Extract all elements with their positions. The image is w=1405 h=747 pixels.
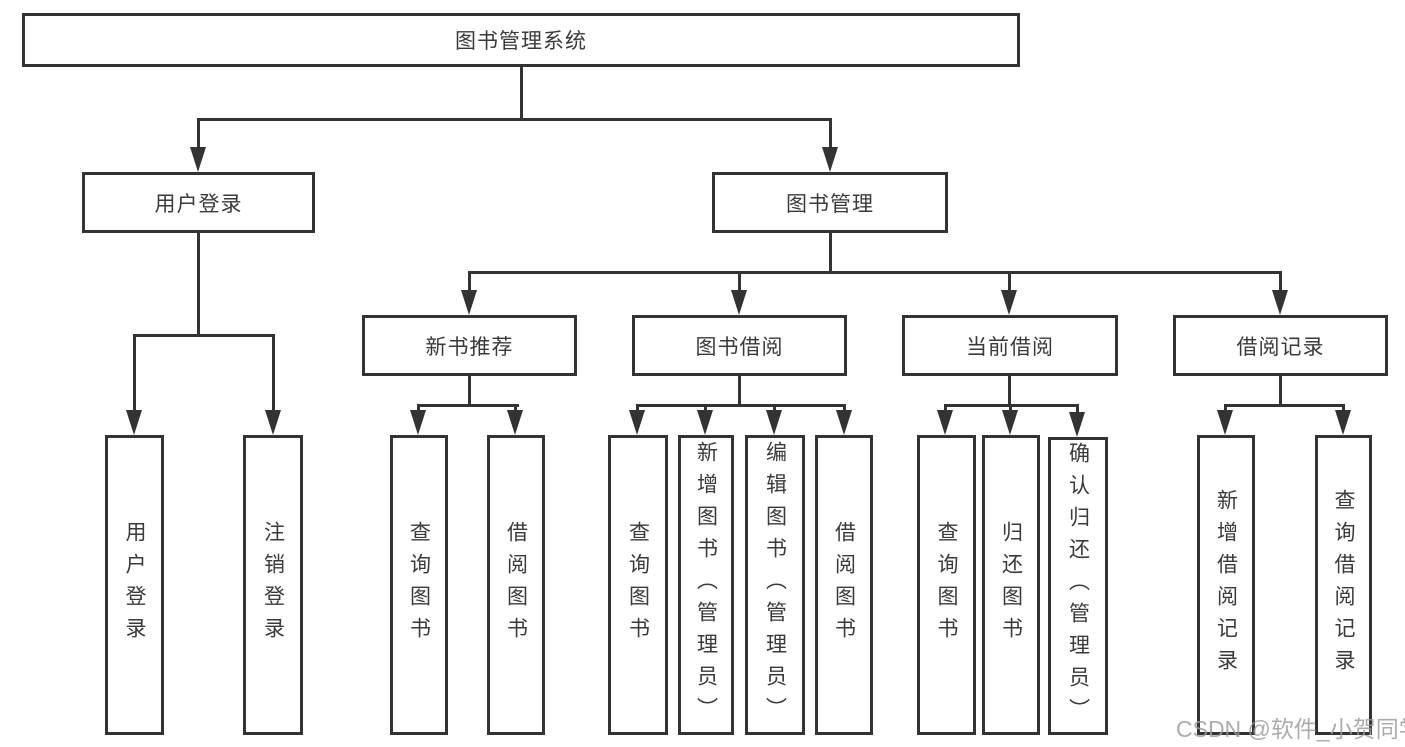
- connector-drop-query-book: [944, 404, 947, 413]
- connector-new-book-trunk: [468, 376, 471, 407]
- connector-user-login-bar: [133, 334, 275, 337]
- leaf-box-query-book: 查询图书: [608, 435, 668, 735]
- node-label-library-system: 图书管理系统: [455, 30, 587, 53]
- connector-drop-borrow-records: [1279, 271, 1282, 292]
- connector-drop-current-borrow: [1008, 271, 1011, 292]
- connector-arrow-query-book: [629, 410, 645, 435]
- connector-arrow-borrow-book: [507, 410, 523, 435]
- connector-drop-leaf-logout: [272, 334, 275, 412]
- node-label-user-login: 用户登录: [154, 192, 243, 216]
- leaf-box-borrow-book: 借阅图书: [815, 435, 873, 735]
- connector-book-borrow-bar: [636, 404, 846, 407]
- leaf-label-borrow-book: 借阅图书: [504, 521, 528, 649]
- connector-arrow-add-book: [697, 410, 713, 435]
- node-label-new-book-recommend: 新书推荐: [425, 335, 514, 359]
- leaf-label-add-book-admin: 新增图书（管理员）: [694, 441, 718, 729]
- node-box-book-borrow: 图书借阅: [632, 315, 847, 376]
- leaf-label-confirm-return-admin: 确认归还（管理员）: [1066, 442, 1090, 730]
- leaf-label-return-book: 归还图书: [999, 521, 1023, 649]
- node-label-book-management: 图书管理: [786, 192, 874, 216]
- connector-arrow-user-login: [190, 147, 206, 172]
- leaf-label-borrow-book: 借阅图书: [832, 521, 856, 649]
- leaf-box-edit-book-admin: 编辑图书（管理员）: [745, 435, 805, 735]
- connector-arrow-new-book-recommend: [461, 290, 477, 315]
- connector-drop-return-book: [1009, 404, 1012, 413]
- connector-arrow-query-book: [410, 410, 426, 435]
- node-box-library-system: 图书管理系统: [22, 13, 1020, 67]
- leaf-box-add-book-admin: 新增图书（管理员）: [678, 435, 734, 735]
- connector-new-book-bar: [417, 404, 519, 407]
- connector-drop-leaf-user-login: [133, 334, 136, 412]
- leaf-label-user-login: 用户登录: [123, 521, 147, 649]
- connector-drop-book-borrow: [738, 271, 741, 292]
- connector-drop-query-borrow-record: [1342, 404, 1345, 413]
- connector-arrow-query-borrow-record: [1335, 410, 1351, 435]
- connector-drop-confirm-return: [1076, 404, 1079, 413]
- connector-arrow-borrow-book: [836, 410, 852, 435]
- connector-root-bar: [197, 118, 832, 121]
- leaf-box-confirm-return-admin: 确认归还（管理员）: [1048, 437, 1108, 735]
- node-box-book-management: 图书管理: [712, 172, 948, 233]
- connector-arrow-return-book: [1002, 410, 1018, 435]
- connector-drop-query-book: [636, 404, 639, 413]
- csdn-watermark: CSDN @软件_小贺同学: [1176, 716, 1405, 742]
- node-label-book-borrow: 图书借阅: [695, 335, 784, 359]
- connector-drop-edit-book: [773, 404, 776, 413]
- leaf-label-query-book: 查询图书: [407, 521, 431, 649]
- connector-arrow-edit-book: [766, 410, 782, 435]
- node-label-current-borrow: 当前借阅: [966, 335, 1054, 359]
- leaf-box-add-borrow-record: 新增借阅记录: [1197, 435, 1255, 735]
- connector-book-borrow-trunk: [738, 376, 741, 407]
- node-box-user-login: 用户登录: [82, 172, 315, 233]
- leaf-box-query-book: 查询图书: [917, 435, 976, 735]
- leaf-box-query-book: 查询图书: [390, 435, 448, 735]
- connector-arrow-borrow-records: [1272, 290, 1288, 315]
- leaf-box-query-borrow-record: 查询借阅记录: [1315, 435, 1372, 735]
- leaf-label-query-borrow-record: 查询借阅记录: [1332, 489, 1356, 681]
- leaf-box-borrow-book: 借阅图书: [487, 435, 545, 735]
- node-label-borrow-records: 借阅记录: [1236, 335, 1325, 359]
- connector-user-login-trunk: [197, 233, 200, 337]
- connector-drop-borrow-book: [843, 404, 846, 413]
- connector-arrow-confirm-return: [1069, 412, 1085, 437]
- connector-arrow-add-borrow-record: [1217, 410, 1233, 435]
- connector-book-management-trunk: [829, 233, 832, 273]
- connector-book-management-bar: [468, 271, 1282, 274]
- leaf-box-logout: 注销登录: [243, 435, 303, 735]
- connector-drop-add-borrow-record: [1224, 404, 1227, 413]
- leaf-box-user-login: 用户登录: [105, 435, 164, 735]
- node-box-current-borrow: 当前借阅: [902, 315, 1118, 376]
- connector-arrow-leaf-logout: [265, 410, 281, 435]
- node-box-new-book-recommend: 新书推荐: [362, 315, 577, 376]
- leaf-label-query-book: 查询图书: [935, 521, 959, 649]
- leaf-label-query-book: 查询图书: [626, 521, 650, 649]
- connector-root-trunk: [520, 67, 523, 121]
- leaf-box-return-book: 归还图书: [982, 435, 1040, 735]
- connector-drop-query-book: [417, 404, 420, 413]
- leaf-label-edit-book-admin: 编辑图书（管理员）: [763, 441, 787, 729]
- connector-arrow-leaf-user-login: [126, 410, 142, 435]
- connector-drop-add-book: [704, 404, 707, 413]
- connector-drop-user-login: [197, 118, 200, 150]
- connector-arrow-book-borrow: [731, 290, 747, 315]
- node-box-borrow-records: 借阅记录: [1173, 315, 1388, 376]
- connector-borrow-records-trunk: [1279, 376, 1282, 407]
- connector-arrow-current-borrow: [1001, 290, 1017, 315]
- leaf-label-add-borrow-record: 新增借阅记录: [1214, 489, 1238, 681]
- connector-drop-new-book-recommend: [468, 271, 471, 292]
- connector-drop-book-management: [829, 118, 832, 150]
- connector-drop-borrow-book: [514, 404, 517, 413]
- connector-arrow-query-book: [937, 410, 953, 435]
- connector-current-borrow-trunk: [1008, 376, 1011, 407]
- connector-arrow-book-management: [822, 147, 838, 172]
- leaf-label-logout: 注销登录: [261, 521, 285, 649]
- connector-borrow-records-bar: [1224, 404, 1345, 407]
